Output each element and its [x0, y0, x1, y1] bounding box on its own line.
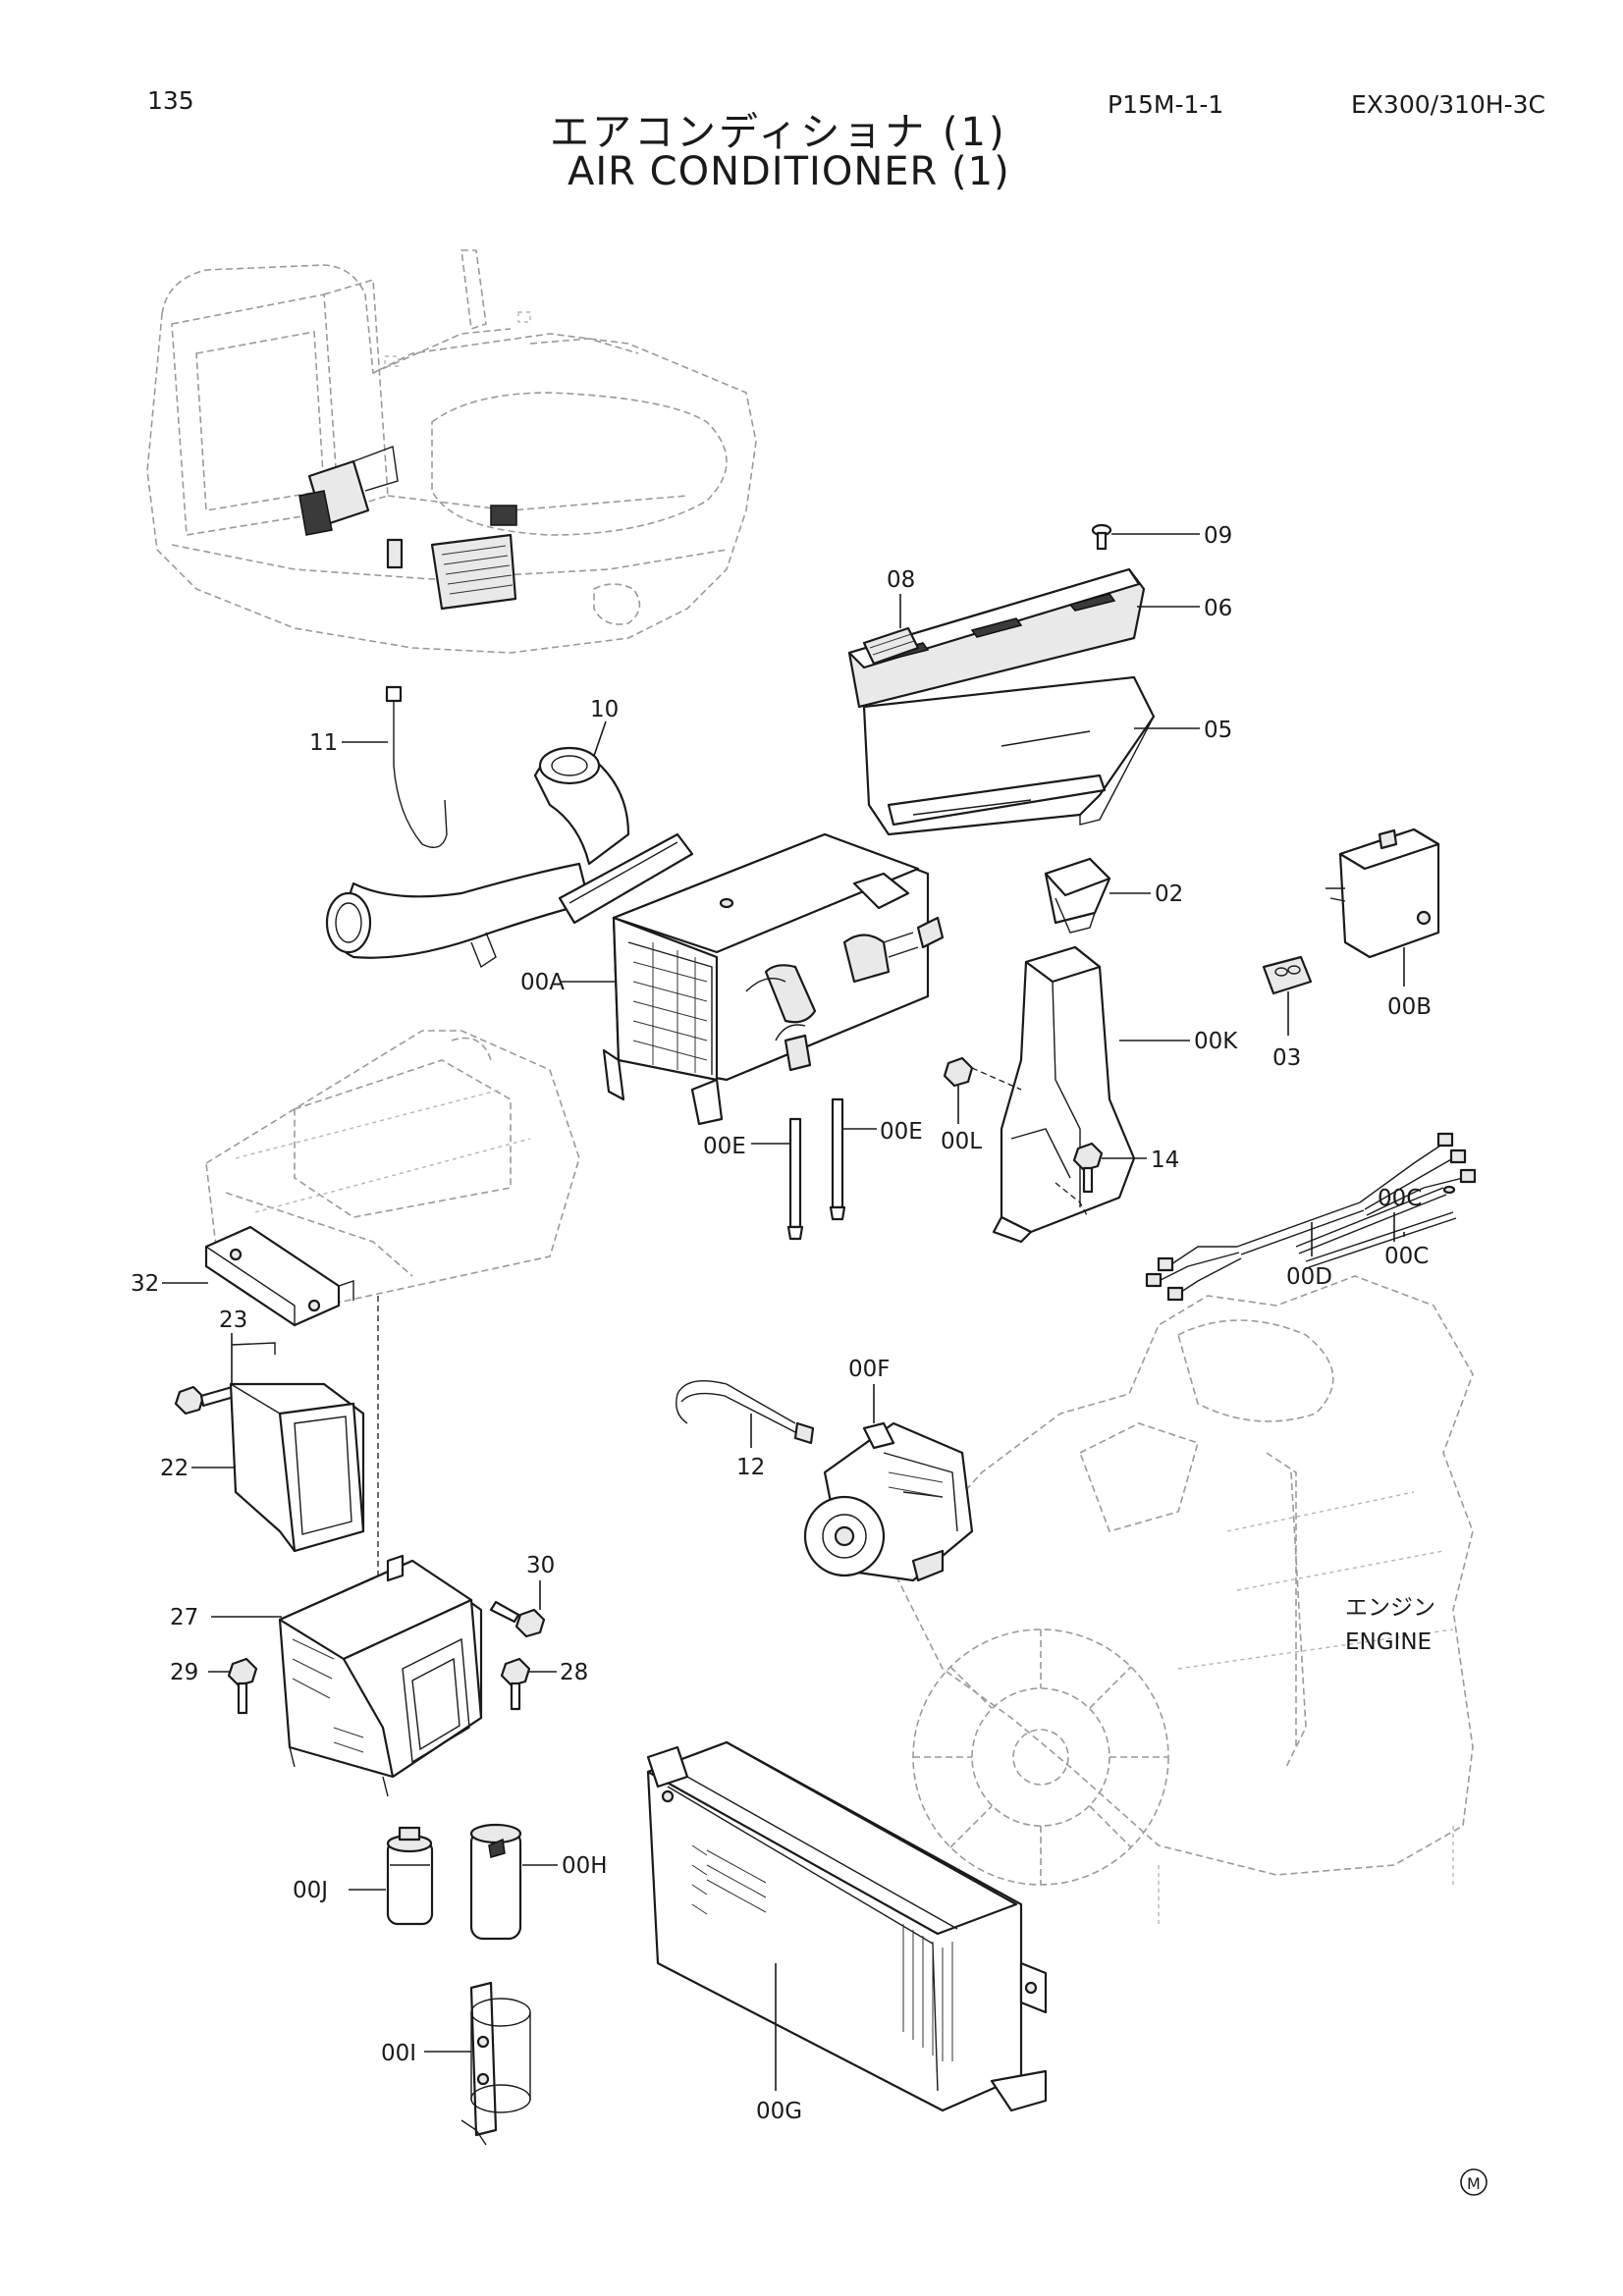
callout-23: 23	[219, 1308, 247, 1333]
part-05-lower-duct: 05	[862, 675, 1232, 836]
part-00E-drain-hose-left: 00E	[703, 1117, 804, 1241]
part-14-bolt: 14	[1055, 1142, 1179, 1218]
part-00D-harness: 00D	[1145, 1132, 1477, 1302]
callout-00F: 00F	[848, 1357, 891, 1382]
part-00J-receiver-drier: 00J	[293, 1826, 434, 1926]
callout-00C-upper: 00C	[1378, 1186, 1422, 1211]
cab-filter-panel	[430, 505, 517, 611]
callout-10: 10	[590, 697, 619, 722]
part-00E-drain-hose-right: 00E	[829, 1097, 923, 1221]
sheet-code: P15M-1-1	[1108, 90, 1224, 119]
callout-05: 05	[1204, 718, 1232, 743]
part-00L-nut: 00L	[941, 1056, 1022, 1154]
model-code: EX300/310H-3C	[1351, 90, 1545, 119]
engine-label-japanese: エンジン	[1345, 1595, 1435, 1621]
callout-06: 06	[1204, 596, 1232, 621]
callout-00C-lower: 00C	[1384, 1244, 1429, 1269]
part-08-vent-cover: 08	[862, 567, 920, 666]
callout-29: 29	[170, 1660, 198, 1685]
engine-outline	[893, 1275, 1474, 1924]
m-mark: M	[1460, 2168, 1488, 2196]
part-00H-receiver-drier: 00H	[469, 1823, 608, 1941]
page-number: 135	[147, 86, 194, 115]
callout-00H: 00H	[562, 1853, 608, 1879]
m-mark-letter: M	[1467, 2174, 1481, 2193]
callout-00B: 00B	[1387, 994, 1432, 1020]
part-09-screw: 09	[1091, 523, 1232, 551]
part-00B-control-module: 00B	[1325, 828, 1440, 1020]
callout-14: 14	[1151, 1148, 1179, 1173]
part-23-bolt: 23	[174, 1308, 276, 1415]
part-00K-duct: 00K	[992, 945, 1238, 1244]
part-02-duct-adapter: 02	[1044, 857, 1183, 934]
callout-00J: 00J	[293, 1878, 328, 1903]
callout-00E-left: 00E	[703, 1134, 746, 1159]
callout-22: 22	[160, 1456, 189, 1481]
part-30-bolt: 30	[489, 1553, 555, 1638]
part-00F-compressor: 00F	[803, 1357, 974, 1582]
part-10-flexible-duct: 10	[325, 697, 694, 969]
part-00G-condenser: 00G	[646, 1740, 1048, 2124]
part-00A-air-conditioner-unit: 00A	[520, 832, 945, 1126]
callout-00G: 00G	[756, 2099, 802, 2124]
callout-02: 02	[1155, 881, 1183, 907]
part-28-bolt: 28	[500, 1657, 588, 1711]
part-22-duct-elbow: 22	[160, 1382, 365, 1553]
part-00C-harness: 00C 00C	[1295, 1185, 1457, 1269]
callout-00I: 00I	[381, 2041, 416, 2066]
callout-00E-right: 00E	[880, 1119, 923, 1145]
part-11-harness: 11	[309, 685, 448, 848]
callout-12: 12	[736, 1455, 765, 1480]
callout-32: 32	[131, 1271, 159, 1297]
part-32-bracket: 32	[131, 1225, 354, 1327]
engine-label: ENGINE	[1345, 1629, 1432, 1655]
page-title-japanese: エアコンディショナ (1)	[550, 110, 1007, 155]
callout-00L: 00L	[941, 1129, 982, 1154]
callout-00K: 00K	[1194, 1029, 1238, 1054]
callout-00A: 00A	[520, 970, 565, 995]
part-00I-drier-bracket: 00I	[381, 1981, 531, 2146]
cab-floor-outline	[205, 1030, 580, 1610]
callout-09: 09	[1204, 523, 1232, 549]
callout-08: 08	[887, 567, 915, 593]
part-27-blower-housing: 27	[170, 1554, 483, 1797]
callout-27: 27	[170, 1605, 198, 1630]
callout-03: 03	[1272, 1045, 1301, 1071]
part-12-hose: 12	[676, 1380, 815, 1480]
page-title: AIR CONDITIONER (1)	[568, 149, 1010, 194]
part-03-grommet: 03	[1262, 955, 1313, 1071]
callout-28: 28	[560, 1660, 588, 1685]
part-29-bolt: 29	[170, 1657, 258, 1715]
callout-11: 11	[309, 730, 338, 756]
callout-30: 30	[526, 1553, 555, 1578]
callout-00D: 00D	[1286, 1264, 1332, 1290]
in-cab-control-unit	[298, 446, 404, 569]
